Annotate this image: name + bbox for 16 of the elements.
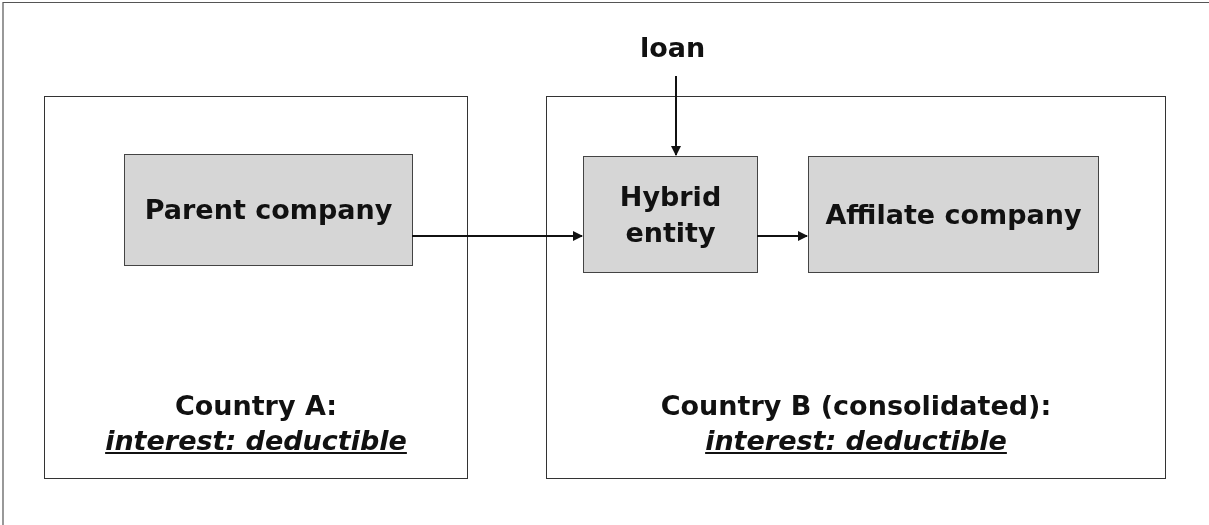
box-label: Hybrid entity <box>618 180 723 250</box>
region-note: interest: deductible <box>705 423 1007 458</box>
box-label: Parent company <box>144 193 393 228</box>
arrow <box>671 75 681 156</box>
process-box <box>124 154 413 266</box>
region-box <box>44 96 468 479</box>
arrow <box>411 231 583 241</box>
region-box <box>546 96 1166 479</box>
input-label: loan <box>640 32 707 63</box>
region-heading: Country B (consolidated): <box>660 388 1052 423</box>
arrow <box>756 231 808 241</box>
box-label: Affilate company <box>825 197 1082 232</box>
region-note: interest: deductible <box>105 423 407 458</box>
process-box <box>808 156 1099 273</box>
process-box <box>583 156 758 273</box>
region-heading: Country A: <box>174 388 338 423</box>
